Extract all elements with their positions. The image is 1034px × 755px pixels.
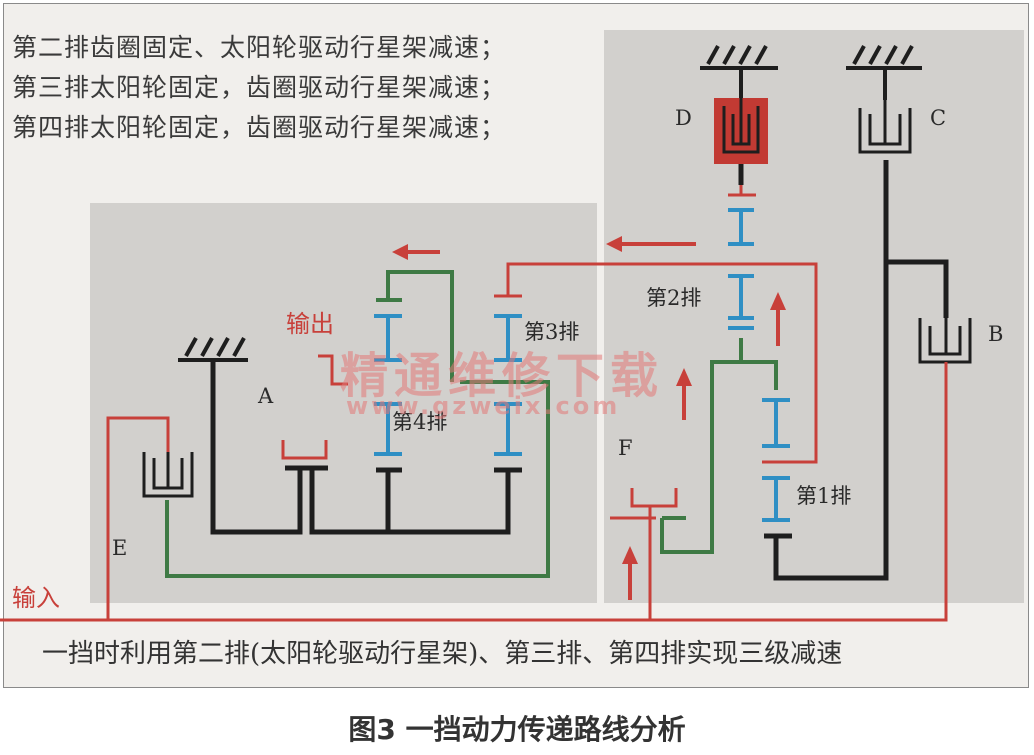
clutch-F-red [630,488,678,508]
bottom-description: 一挡时利用第二排(太阳轮驱动行星架)、第三排、第四排实现三级减速 [42,639,843,669]
ground-symbol-D [700,45,778,98]
label-input: 输入 [12,584,60,612]
label-E: E [112,536,128,560]
watermark-cn: 精通维修下载 [340,348,665,404]
arrow-up-row2 [770,292,786,346]
red-path-lines [0,185,948,622]
label-B: B [988,322,1004,346]
label-output: 输出 [286,310,334,338]
brake-C [858,100,912,154]
green-path-lines [165,270,778,578]
label-D: D [675,106,692,130]
black-shaft-lines [210,160,949,581]
brake-D [714,98,768,164]
title-line-3: 第四排太阳轮固定，齿圈驱动行星架减速； [12,113,507,142]
label-row2: 第2排 [646,286,702,310]
label-C: C [930,106,947,130]
arrow-up-input-F [622,546,638,600]
ground-symbol-C [846,45,922,100]
label-row3: 第3排 [524,320,580,344]
label-row1: 第1排 [796,484,852,508]
arrow-up-middle [676,368,692,420]
watermark-url: www.gzweix.com [346,392,621,420]
blue-gears [374,208,790,522]
label-A: A [258,384,274,408]
title-line-2: 第三排太阳轮固定，齿圈驱动行星架减速； [12,73,507,102]
clutch-E [142,452,194,498]
figure-caption: 图3 一挡动力传递路线分析 [348,713,686,746]
ground-symbol-A [178,337,248,362]
clutch-A-red [281,440,328,460]
label-F: F [618,436,633,460]
clutch-B [918,318,972,364]
title-line-1: 第二排齿圈固定、太阳轮驱动行星架减速； [12,33,507,62]
arrow-left-output-top [392,244,440,260]
label-row4: 第4排 [392,410,448,434]
arrow-left-row2 [606,236,696,252]
